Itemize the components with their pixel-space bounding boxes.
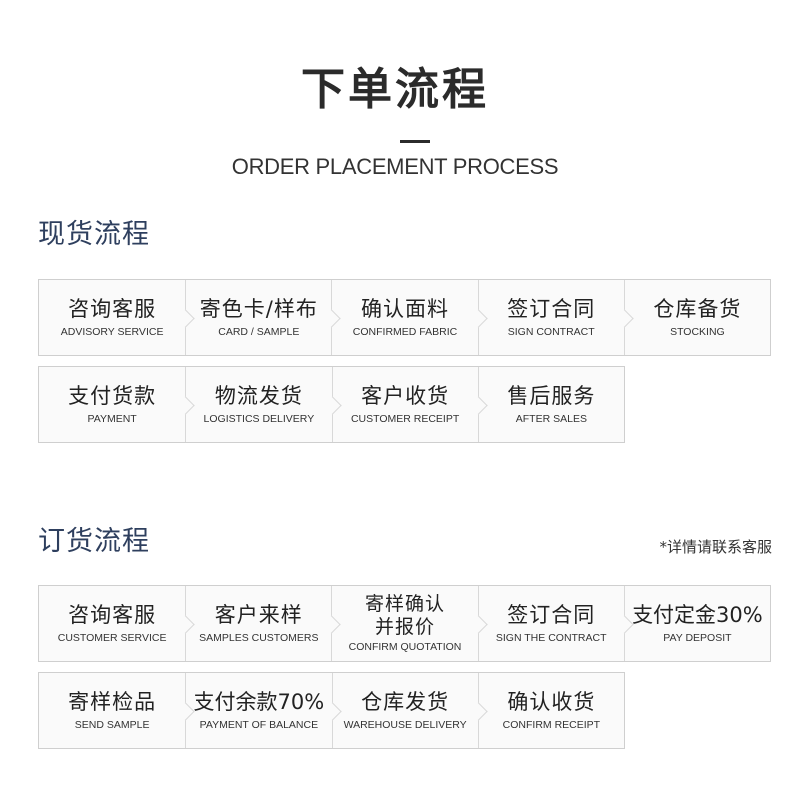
step-payment: 支付货款 PAYMENT	[39, 367, 186, 442]
step-confirm-receipt: 确认收货 CONFIRM RECEIPT	[477, 673, 624, 748]
step-label-cn: 寄样检品	[68, 690, 157, 714]
step-label-cn: 咨询客服	[68, 297, 157, 321]
step-sign-the-contract: 签订合同 SIGN THE CONTRACT	[477, 586, 624, 661]
step-stocking: 仓库备货 STOCKING	[623, 280, 771, 355]
step-label-en: PAYMENT	[87, 413, 137, 425]
step-label-cn: 客户收货	[361, 384, 450, 408]
order-section-title: 订货流程	[38, 526, 150, 557]
step-label-cn: 确认收货	[507, 690, 596, 714]
step-label-cn: 物流发货	[214, 384, 303, 408]
step-label-en: CONFIRM RECEIPT	[502, 719, 601, 731]
order-row-1: 咨询客服 CUSTOMER SERVICE 客户来样 SAMPLES CUSTO…	[38, 585, 771, 662]
step-label-en: WAREHOUSE DELIVERY	[343, 719, 467, 731]
step-confirm-quotation: 寄样确认 并报价 CONFIRM QUOTATION	[331, 586, 478, 661]
step-confirmed-fabric: 确认面料 CONFIRMED FABRIC	[331, 280, 478, 355]
step-label-cn: 售后服务	[507, 384, 596, 408]
order-note: *详情请联系客服	[659, 538, 772, 556]
step-after-sales: 售后服务 AFTER SALES	[477, 367, 624, 442]
step-label-cn: 咨询客服	[68, 603, 157, 627]
step-customer-service: 咨询客服 CUSTOMER SERVICE	[39, 586, 186, 661]
step-label-cn: 签订合同	[507, 603, 596, 627]
step-customer-receipt: 客户收货 CUSTOMER RECEIPT	[331, 367, 478, 442]
spot-section-title: 现货流程	[38, 219, 150, 250]
page-subtitle: ORDER PLACEMENT PROCESS	[231, 154, 559, 179]
step-label-en: CONFIRMED FABRIC	[352, 326, 458, 338]
step-send-sample: 寄样检品 SEND SAMPLE	[39, 673, 186, 748]
step-label-en: CUSTOMER SERVICE	[57, 632, 167, 644]
step-label-cn: 仓库发货	[361, 690, 450, 714]
step-label-cn: 确认面料	[361, 297, 449, 321]
step-label-en: ADVISORY SERVICE	[60, 326, 164, 338]
step-samples-customers: 客户来样 SAMPLES CUSTOMERS	[185, 586, 332, 661]
step-pay-deposit: 支付定金30% PAY DEPOSIT	[623, 586, 771, 661]
step-label-cn: 支付余款70%	[193, 690, 325, 714]
step-label-en: STOCKING	[670, 326, 725, 338]
step-label-en: CONFIRM QUOTATION	[348, 641, 462, 653]
step-label-en: SIGN CONTRACT	[507, 326, 595, 338]
step-label-en: PAY DEPOSIT	[663, 632, 732, 644]
step-label-cn: 客户来样	[214, 603, 303, 627]
step-label-en: CARD / SAMPLE	[218, 326, 300, 338]
step-label-en: CUSTOMER RECEIPT	[350, 413, 460, 425]
spot-row-1: 咨询客服 ADVISORY SERVICE 寄色卡/样布 CARD / SAMP…	[38, 279, 771, 356]
step-advisory-service: 咨询客服 ADVISORY SERVICE	[39, 280, 186, 355]
step-payment-of-balance: 支付余款70% PAYMENT OF BALANCE	[185, 673, 332, 748]
title-divider	[400, 140, 430, 143]
step-label-en: AFTER SALES	[515, 413, 587, 425]
step-label-en: PAYMENT OF BALANCE	[199, 719, 319, 731]
step-logistics-delivery: 物流发货 LOGISTICS DELIVERY	[185, 367, 332, 442]
step-label-cn: 支付货款	[68, 384, 157, 408]
step-label-en: SAMPLES CUSTOMERS	[199, 632, 319, 644]
step-sign-contract: 签订合同 SIGN CONTRACT	[477, 280, 624, 355]
step-label-en: SIGN THE CONTRACT	[495, 632, 607, 644]
step-label-en: LOGISTICS DELIVERY	[203, 413, 315, 425]
step-label-cn: 支付定金30%	[632, 603, 763, 627]
step-warehouse-delivery: 仓库发货 WAREHOUSE DELIVERY	[331, 673, 478, 748]
step-label-cn: 仓库备货	[653, 297, 742, 321]
step-card-sample: 寄色卡/样布 CARD / SAMPLE	[185, 280, 332, 355]
step-label-cn: 寄样确认 并报价	[365, 593, 446, 638]
order-row-2: 寄样检品 SEND SAMPLE 支付余款70% PAYMENT OF BALA…	[38, 672, 625, 749]
page-title: 下单流程	[301, 64, 489, 115]
spot-row-2: 支付货款 PAYMENT 物流发货 LOGISTICS DELIVERY 客户收…	[38, 366, 625, 443]
step-label-cn: 签订合同	[507, 297, 596, 321]
step-label-en: SEND SAMPLE	[74, 719, 150, 731]
step-label-cn: 寄色卡/样布	[199, 297, 318, 321]
